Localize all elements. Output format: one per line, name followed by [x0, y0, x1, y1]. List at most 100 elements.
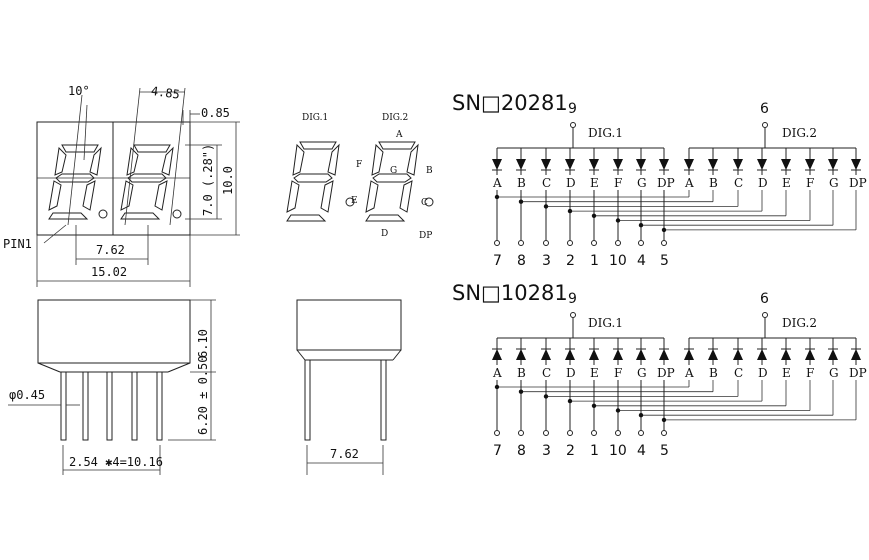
com1-pin-label: 9	[568, 291, 577, 307]
pitch-label: 7.62	[96, 243, 125, 257]
part-number: SN□10281	[452, 281, 568, 305]
pin-terminal	[567, 430, 573, 436]
seg-label-b: B	[426, 166, 433, 176]
pin-number: 7	[493, 253, 502, 269]
pin-number: 8	[517, 443, 526, 459]
map-dig1-label: DIG.1	[302, 113, 328, 123]
com2-pin-terminal	[762, 312, 768, 318]
map-dig2-label: DIG.2	[382, 113, 408, 123]
pin-terminal	[518, 430, 524, 436]
diode-symbol	[516, 159, 526, 170]
char-height-label: 7.0 (.28")	[201, 144, 215, 216]
junction-dot	[494, 194, 500, 200]
diode-symbol	[684, 349, 694, 360]
segment-label: A	[492, 176, 502, 190]
segment-label: D	[566, 366, 576, 380]
pin-terminal	[615, 240, 621, 246]
diode-symbol	[589, 349, 599, 360]
dig2-label: DIG.2	[782, 316, 817, 330]
diode-symbol	[565, 159, 575, 170]
angle-label: 10°	[68, 84, 90, 98]
junction-dot	[494, 384, 500, 390]
com2-pin-label: 6	[760, 291, 769, 307]
pin-number: 3	[542, 443, 551, 459]
body-height-label: 6.10	[196, 329, 210, 358]
pin-number: 5	[660, 443, 669, 459]
junction-dot	[591, 403, 597, 408]
diode-symbol	[541, 349, 551, 360]
pin-terminal	[615, 430, 621, 436]
junction-dot	[567, 398, 573, 404]
junction-dot	[591, 213, 597, 218]
com1-pin-label: 9	[568, 101, 577, 117]
com2-pin-terminal	[762, 122, 768, 128]
diode-symbol	[733, 159, 743, 170]
pin-terminal	[638, 240, 644, 246]
junction-dot	[518, 199, 524, 204]
pin-number: 4	[637, 443, 646, 459]
pin-number: 7	[493, 443, 502, 459]
diode-symbol	[636, 349, 646, 360]
diode-symbol	[613, 159, 623, 170]
diode-symbol	[757, 159, 767, 170]
segment-label: G	[637, 366, 647, 380]
junction-dot	[615, 408, 621, 413]
diode-symbol	[659, 159, 669, 170]
diode-symbol	[659, 349, 669, 360]
segment-label: D	[566, 176, 576, 190]
lead-dia-label: φ0.45	[9, 388, 45, 402]
segment-label: DP	[849, 176, 867, 190]
segment-label: B	[709, 176, 718, 190]
side-view: 6.10 6.20 ± 0.50 φ0.45 2.54 ✱4=10.16	[8, 299, 216, 475]
diode-symbol	[589, 159, 599, 170]
diode-symbol	[851, 349, 861, 360]
diode-symbol	[757, 349, 767, 360]
pin-terminal	[543, 430, 549, 436]
pin-number: 5	[660, 253, 669, 269]
com1-pin-terminal	[570, 312, 576, 318]
junction-dot	[638, 223, 644, 228]
seg-label-d: D	[381, 229, 388, 239]
pin-number: 2	[566, 253, 575, 269]
diode-symbol	[492, 159, 502, 170]
pin-number: 3	[542, 253, 551, 269]
diode-symbol	[805, 159, 815, 170]
seg-label-dp: DP	[419, 231, 432, 241]
diode-symbol	[781, 349, 791, 360]
segment-label: DP	[657, 366, 675, 380]
segment-label: B	[517, 176, 526, 190]
segment-map: DIG.1 DIG.2 A B C D E F G DP	[286, 113, 434, 241]
segment-label: A	[684, 176, 694, 190]
pin-terminal	[543, 240, 549, 246]
junction-dot	[638, 413, 644, 418]
segment-label: DP	[849, 366, 867, 380]
pin-terminal	[661, 430, 667, 436]
junction-dot	[661, 417, 667, 423]
diode-symbol	[708, 159, 718, 170]
pin-number: 4	[637, 253, 646, 269]
segment-label: D	[758, 366, 768, 380]
end-view: 7.62	[296, 299, 402, 475]
segment-label: A	[684, 366, 694, 380]
dig1-label: DIG.1	[588, 126, 623, 140]
pin-number: 1	[590, 443, 599, 459]
segment-label: G	[829, 366, 839, 380]
pin-terminal	[661, 240, 667, 246]
segment-label: DP	[657, 176, 675, 190]
seg-label-g: G	[390, 166, 397, 176]
com2-pin-label: 6	[760, 101, 769, 117]
junction-dot	[543, 394, 549, 399]
segment-label: A	[492, 366, 502, 380]
diode-symbol	[613, 349, 623, 360]
front-digit-1	[48, 144, 108, 220]
segment-label: G	[829, 176, 839, 190]
segment-label: E	[782, 176, 791, 190]
width-label: 15.02	[91, 265, 127, 279]
diode-symbol	[828, 159, 838, 170]
diode-symbol	[492, 349, 502, 360]
segment-label: C	[734, 366, 743, 380]
side-body	[37, 299, 191, 364]
pin-terminal	[494, 240, 500, 246]
dig2-label: DIG.2	[782, 126, 817, 140]
